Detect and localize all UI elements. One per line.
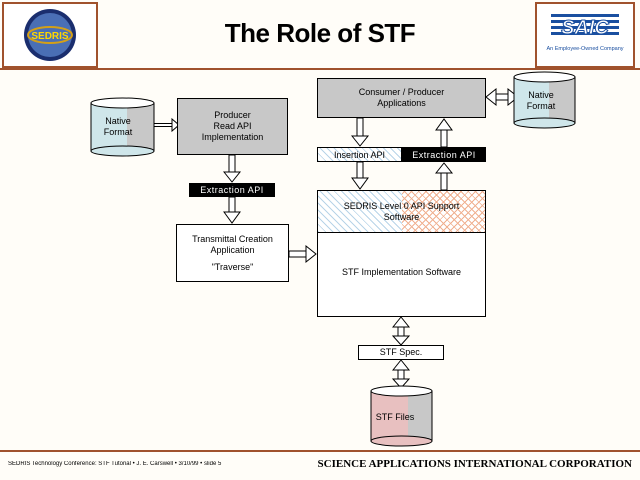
- stf-spec-box: STF Spec.: [358, 345, 444, 360]
- stf-files-label: STF Files: [375, 412, 415, 422]
- arrow-transmittal-to-stf: [288, 244, 317, 264]
- transmittal-creation-box: Transmittal Creation Application "Traver…: [176, 224, 289, 282]
- stack-divider: [318, 232, 485, 233]
- native-format-left-label: Native Format: [103, 116, 133, 137]
- arrow-stf-spec-bidirectional: [391, 316, 411, 346]
- stf-implementation-label: STF Implementation Software: [341, 267, 462, 277]
- arrow-consumer-native-bidirectional: [485, 87, 519, 107]
- extraction-api-left-label: Extraction API: [189, 183, 275, 197]
- sedris-logo: SEDRIS: [24, 9, 76, 61]
- page-title: The Role of STF: [224, 18, 416, 48]
- sedris-hatch-orange: [402, 191, 485, 232]
- stf-software-stack: SEDRIS Level 0 API Support Software STF …: [317, 190, 486, 317]
- arrow-producer-to-extraction: [222, 154, 242, 183]
- native-format-right-cylinder: [513, 71, 576, 129]
- footer-divider: [0, 450, 640, 452]
- producer-read-api-box: Producer Read API Implementation: [177, 98, 288, 155]
- arrow-sedris-to-extraction: [434, 162, 454, 191]
- saic-logo: SAIC An Employee-Owned Company: [546, 14, 624, 52]
- arrow-spec-files-bidirectional: [391, 359, 411, 389]
- footer-left-text: SEDRIS Technology Conference: STF Tutori…: [8, 461, 222, 467]
- sedris-logo-frame: SEDRIS: [2, 2, 98, 68]
- transmittal-creation-label: Transmittal Creation Application: [192, 233, 273, 255]
- saic-logo-text: SAIC: [561, 17, 609, 39]
- arrow-extraction-to-transmittal: [223, 196, 241, 224]
- footer-right-text: SCIENCE APPLICATIONS INTERNATIONAL CORPO…: [317, 458, 632, 470]
- sedris-hatch-blue: [318, 191, 402, 232]
- arrow-native-to-producer: [154, 117, 180, 133]
- traverse-label: "Traverse": [211, 261, 254, 272]
- insertion-api-label: Insertion API: [317, 147, 402, 162]
- native-format-left-cylinder: [90, 97, 155, 157]
- arrow-extraction-to-consumer: [435, 118, 453, 148]
- sedris-logo-text: SEDRIS: [31, 31, 69, 42]
- sedris-level0-label: SEDRIS Level 0 API Support Software: [343, 200, 460, 222]
- saic-logo-frame: SAIC An Employee-Owned Company: [535, 2, 635, 68]
- header-divider: [0, 68, 640, 70]
- saic-logo-subtext: An Employee-Owned Company: [546, 46, 623, 52]
- arrow-consumer-to-insertion: [350, 117, 370, 147]
- native-format-right-label: Native Format: [526, 90, 556, 111]
- arrow-insertion-to-sedris: [351, 161, 369, 190]
- consumer-producer-box: Consumer / Producer Applications: [317, 78, 486, 118]
- stf-files-cylinder: [370, 385, 433, 447]
- extraction-api-right-label: Extraction API: [402, 147, 486, 162]
